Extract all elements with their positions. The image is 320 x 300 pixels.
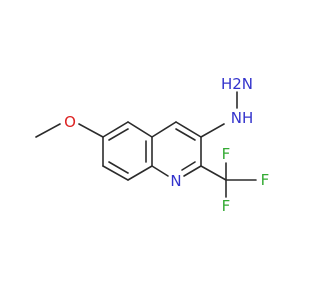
fluorine-top-label: F (222, 145, 231, 163)
fluorine-right-label: F (261, 171, 270, 189)
methoxy-oxygen-label: O (64, 113, 76, 131)
bond-c4-c3-double (175, 128, 196, 141)
fluorine-bottom-label: F (222, 197, 231, 215)
bond-methyl-o (35, 123, 61, 138)
bond-c2-n1 (183, 165, 202, 177)
bond-o-c6 (78, 123, 104, 138)
chemical-structure: H2N NH O N F F F (35, 75, 269, 215)
atom-labels: H2N NH O N F F F (64, 75, 269, 215)
ring-nitrogen-label: N (170, 172, 181, 190)
bond-c6-c5 (102, 121, 129, 138)
bond-c5-c4a (127, 121, 153, 138)
hydrazine-h2n-label: H2N (221, 75, 253, 93)
hydrazine-nh-label: NH (231, 109, 254, 127)
bond-c2-n1-double (181, 161, 196, 171)
bond-c8-c7 (102, 165, 129, 181)
bond-c8-c7-double (108, 161, 129, 174)
bonds (35, 91, 257, 198)
bond-c6-c5-double (108, 128, 129, 141)
bond-c3-nh (200, 123, 225, 138)
bond-c8a-c8 (127, 165, 153, 181)
bond-c4a-c4 (151, 121, 177, 138)
bond-n1-c8a (151, 165, 169, 177)
bond-c4-c3 (175, 121, 202, 138)
bond-c2-cf3 (200, 165, 227, 181)
structure-canvas: H2N NH O N F F F (35, 75, 269, 215)
